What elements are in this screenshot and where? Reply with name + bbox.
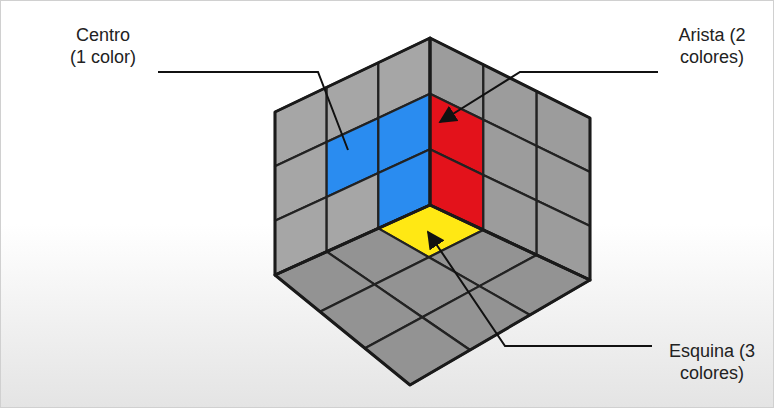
- leader-line: [158, 72, 348, 150]
- leader-line: [428, 232, 652, 346]
- callout-label: Arista (2 colores): [667, 24, 757, 68]
- leader-line: [440, 72, 658, 122]
- cube-sticker: [365, 317, 470, 385]
- cube-face-outline: [275, 205, 590, 385]
- callout-label: Esquina (3 colores): [667, 340, 757, 384]
- cube: [275, 38, 590, 385]
- callout-label: Centro (1 color): [68, 24, 139, 68]
